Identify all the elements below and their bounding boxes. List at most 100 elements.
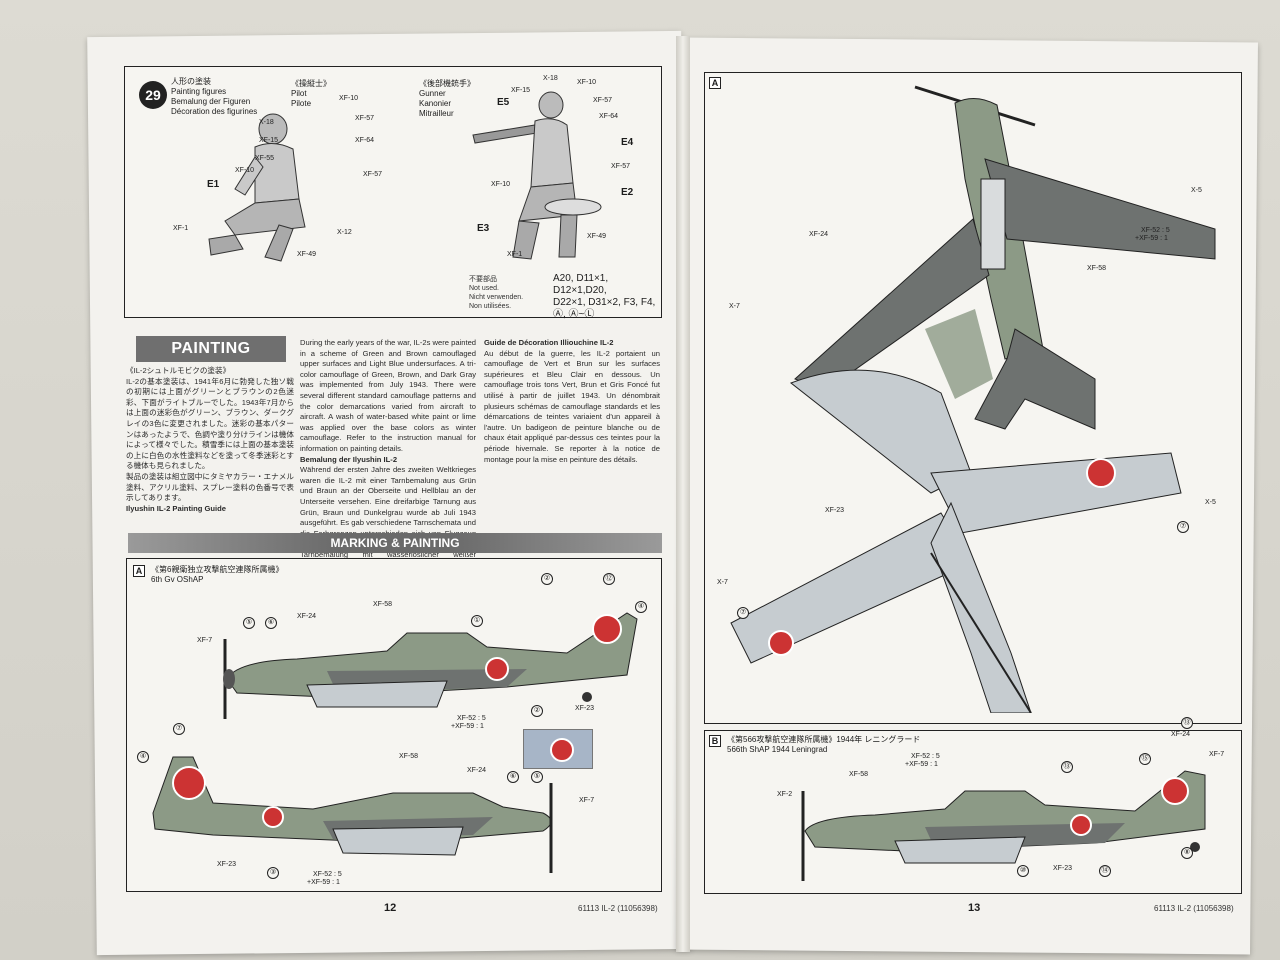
part-label: E3 — [477, 223, 490, 234]
decal-star-icon — [550, 738, 574, 762]
scheme-b-callout: XF-23 — [1053, 865, 1073, 872]
gunner-label-jp: 《後部機銃手》 — [419, 79, 475, 88]
pilot-figure-drawing — [208, 113, 306, 262]
plan-callout: XF-58 — [1087, 265, 1107, 272]
gunner-label-fr: Mitrailleur — [419, 109, 454, 118]
gunner-callout: XF-57 — [593, 97, 613, 104]
scheme-b-title: 《第566攻撃航空連隊所属機》1944年 レニングラード 566th ShAP … — [727, 735, 920, 755]
scheme-a-callout: XF-23 — [217, 861, 237, 868]
pilot-callout: X-12 — [337, 229, 352, 236]
pilot-callout: XF-10 — [339, 95, 359, 102]
marking-painting-bar: MARKING & PAINTING — [128, 533, 662, 553]
step-29-panel: 29 人形の塗装 Painting figures Bemalung der F… — [124, 66, 662, 320]
marking-number: ② — [541, 573, 553, 585]
plan-callout: X-5 — [1205, 499, 1216, 506]
scheme-a-callout: +XF-59 : 1 — [451, 723, 484, 730]
gunner-callout: XF-1 — [507, 251, 523, 258]
scheme-b-title-jp: 《第566攻撃航空連隊所属機》1944年 レニングラード — [727, 735, 921, 744]
step-number-badge: 29 — [139, 81, 167, 109]
gunner-callout: XF-64 — [599, 113, 619, 120]
scheme-a-title-en: 6th Gv OShAP — [151, 575, 204, 584]
gunner-callout: X-18 — [543, 75, 558, 82]
marking-number: ⑮ — [1139, 753, 1151, 765]
scheme-b-callout: XF-2 — [777, 791, 793, 798]
pilot-callout: XF-49 — [297, 251, 317, 258]
booklet-spine — [676, 36, 690, 952]
gunner-label-de: Kanonier — [419, 99, 452, 108]
page-number-right: 13 — [968, 902, 981, 914]
marking-number: ⑬ — [1061, 761, 1073, 773]
scheme-b-callout: XF-7 — [1209, 751, 1225, 758]
marking-number: ⑥ — [265, 617, 277, 629]
scheme-b-callout: XF-58 — [849, 771, 869, 778]
marking-number: ③ — [267, 867, 279, 879]
gunner-label: 《後部機銃手》 Gunner Kanonier Mitrailleur — [419, 79, 475, 119]
unused-label-jp: 不要部品 — [469, 276, 497, 283]
pilot-callout: XF-57 — [355, 115, 375, 122]
plan-callout: X-7 — [729, 303, 740, 310]
scheme-a-callout: XF-7 — [197, 637, 213, 644]
marking-number: ⑫ — [603, 573, 615, 585]
plan-callout: +XF-59 : 1 — [1135, 235, 1168, 242]
scheme-a-callout: XF-58 — [373, 601, 393, 608]
gunner-callout: XF-57 — [611, 163, 631, 170]
gunner-callout: XF-15 — [511, 87, 531, 94]
painting-col-1: 《IL-2シュトルモビクの塗装》 IL-2の基本塗装は、1941年6月に勃発した… — [126, 366, 294, 514]
page-number-left: 12 — [384, 902, 397, 914]
plan-callout: XF-24 — [809, 231, 829, 238]
painting-fr-text: Au début de la guerre, les IL-2 portaien… — [484, 348, 660, 464]
unused-label-de: Nicht verwenden. — [469, 294, 524, 301]
plan-callout: X-7 — [717, 579, 728, 586]
pilot-callout: XF-1 — [173, 225, 189, 232]
gunner-figure-drawing — [472, 91, 602, 260]
part-label: E5 — [497, 97, 510, 108]
pilot-callout: XF-64 — [355, 137, 375, 144]
painting-de-head: Bemalung der Ilyushin IL-2 — [300, 454, 398, 464]
step-title-jp: 人形の塗装 — [171, 77, 211, 86]
scheme-b-callout: XF-24 — [1171, 731, 1191, 738]
painting-en-text: During the early years of the war, IL-2s… — [300, 338, 477, 453]
scheme-b-callout: +XF-59 : 1 — [905, 761, 938, 768]
marking-number: ⑥ — [507, 771, 519, 783]
marking-number: ⑧ — [1181, 847, 1193, 859]
decal-detail-box — [523, 729, 593, 769]
footer-right: 61113 IL-2 (11056398) — [1154, 904, 1234, 913]
pilot-callout: XF-57 — [363, 171, 383, 178]
painting-fr-head: Guide de Décoration Illiouchine IL-2 — [484, 338, 614, 347]
step-title-fr: Décoration des figurines — [171, 107, 258, 116]
marking-number: ⑦ — [737, 607, 749, 619]
marking-number: ⑤ — [243, 617, 255, 629]
scheme-a-callout: XF-7 — [579, 797, 595, 804]
pilot-callout: XF-15 — [259, 137, 279, 144]
scheme-a-callout: XF-52 : 5 — [457, 715, 486, 722]
marking-number: ② — [531, 705, 543, 717]
marking-number: ⑤ — [531, 771, 543, 783]
marking-number: ⑦ — [1177, 521, 1189, 533]
aircraft-profile-scheme-b — [801, 770, 1206, 881]
aircraft-underside-view — [730, 369, 1182, 713]
scheme-a-callout: XF-58 — [399, 753, 419, 760]
scheme-a-title-jp: 《第6親衛独立攻撃航空連隊所属機》 — [151, 565, 284, 574]
aircraft-profile-right-view — [152, 756, 553, 873]
pilot-label-fr: Pilote — [291, 99, 312, 108]
unused-parts-line: A20, D11×1, D12×1,D20, — [553, 273, 609, 296]
unused-label-fr: Non utilisées. — [469, 303, 512, 310]
plan-callout: XF-23 — [825, 507, 845, 514]
painting-jp-head: 《IL-2シュトルモビクの塗装》 — [126, 366, 231, 375]
scheme-a-callout: XF-24 — [467, 767, 487, 774]
gunner-label-en: Gunner — [419, 89, 446, 98]
plan-callout: X-5 — [1191, 187, 1202, 194]
unused-parts-labels: 不要部品 Not used. Nicht verwenden. Non util… — [469, 275, 523, 311]
part-label: E2 — [621, 187, 634, 198]
unused-parts-line: D22×1, D31×2, F3, F4, — [553, 297, 656, 308]
marking-number: ④ — [137, 751, 149, 763]
scheme-b-callout: XF-52 : 5 — [911, 753, 940, 760]
aircraft-profile-left-view — [223, 612, 638, 719]
pilot-callout: X-18 — [259, 119, 274, 126]
painting-en-head: Ilyushin IL-2 Painting Guide — [126, 503, 226, 513]
scheme-a-callout: XF-24 — [297, 613, 317, 620]
unused-label-en: Not used. — [469, 285, 499, 292]
scheme-a-callout: XF-23 — [575, 705, 595, 712]
step-title-de: Bemalung der Figuren — [171, 97, 251, 106]
marking-number: ⑩ — [1017, 865, 1029, 877]
